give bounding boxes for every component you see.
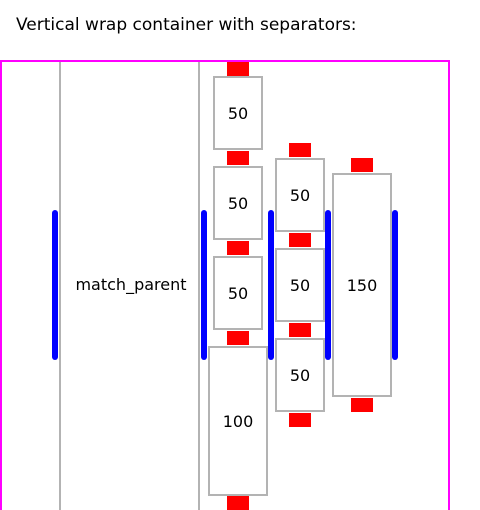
wrap-item: 50 [275, 158, 325, 232]
title: Vertical wrap container with separators: [16, 15, 357, 35]
line-separator [201, 210, 207, 360]
item-separator [227, 62, 249, 76]
item-separator [289, 323, 311, 337]
match-parent-left-border [59, 62, 61, 510]
wrap-item: 50 [213, 166, 263, 240]
line-separator [52, 210, 58, 360]
wrap-container: match_parent 50 50 50 100 50 50 50 150 [0, 60, 450, 510]
line-separator [392, 210, 398, 360]
wrap-item: 50 [275, 338, 325, 412]
item-separator [351, 398, 373, 412]
item-separator [227, 151, 249, 165]
wrap-item: 100 [208, 346, 268, 496]
item-separator [289, 233, 311, 247]
item-separator [289, 413, 311, 427]
wrap-item: 150 [332, 173, 392, 397]
match-parent-right-border [198, 62, 200, 510]
wrap-item: 50 [213, 76, 263, 150]
wrap-item: 50 [213, 256, 263, 330]
item-separator [289, 143, 311, 157]
item-separator [351, 158, 373, 172]
item-separator [227, 496, 249, 510]
item-separator [227, 331, 249, 345]
item-separator [227, 241, 249, 255]
wrap-item: 50 [275, 248, 325, 322]
line-separator [325, 210, 331, 360]
line-separator [268, 210, 274, 360]
match-parent-label: match_parent [75, 275, 187, 294]
